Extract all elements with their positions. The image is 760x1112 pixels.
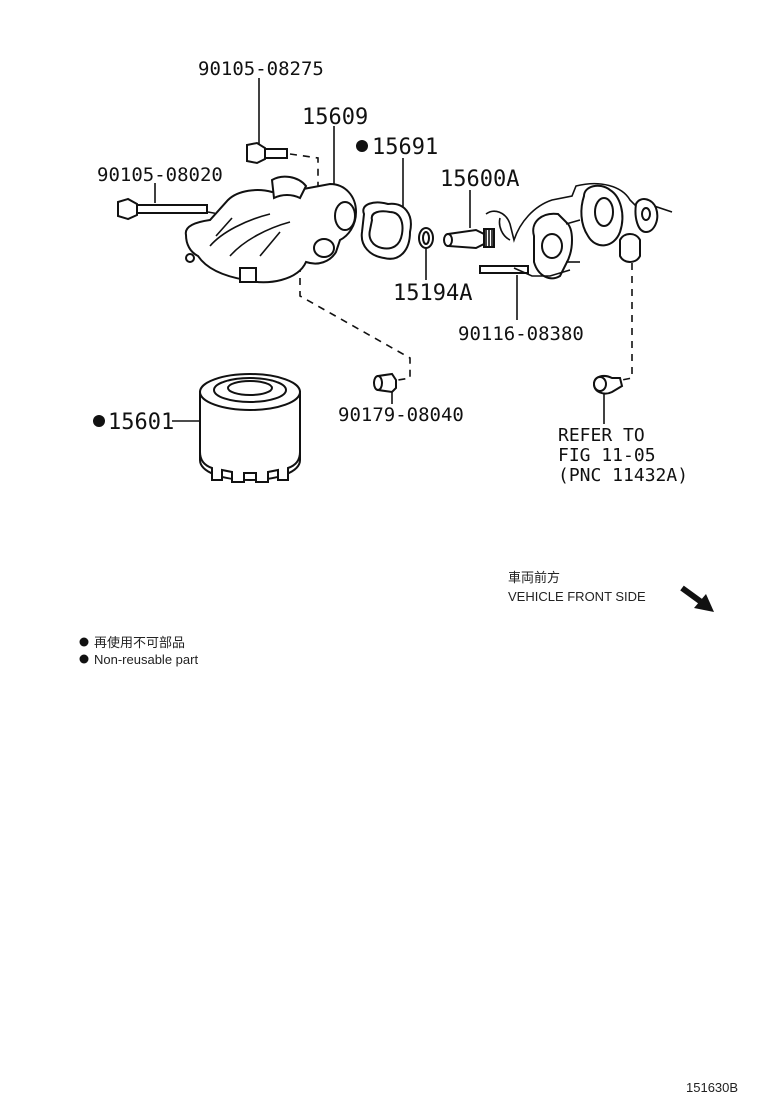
- refer-note-line2: FIG 11-05: [558, 445, 656, 466]
- diagram-code: 151630B: [686, 1080, 738, 1095]
- drain-plug: [592, 375, 624, 395]
- front-direction-arrow-icon: [680, 585, 714, 612]
- stud-90116-08380: [479, 265, 529, 274]
- dash-plug: [621, 250, 633, 381]
- non-reusable-marker: [356, 140, 368, 152]
- union-bolt-90179-08040: [373, 372, 397, 394]
- oil-filter-bracket-15609: [184, 175, 358, 284]
- bolt-90105-08020: [117, 197, 208, 221]
- legend-label-en: Non-reusable part: [94, 652, 198, 667]
- non-reusable-marker: [93, 415, 105, 427]
- label-90179-08040: 90179-08040: [338, 404, 464, 426]
- label-15194A: 15194A: [393, 281, 472, 306]
- legend-label-jp: 再使用不可部品: [94, 635, 185, 650]
- label-90116-08380: 90116-08380: [458, 323, 584, 345]
- bolt-90105-08275: [246, 141, 288, 165]
- o-ring-15194A: [418, 227, 434, 249]
- label-15601: 15601: [108, 410, 174, 435]
- label-15691: 15691: [372, 135, 438, 160]
- direction-label-en: VEHICLE FRONT SIDE: [508, 589, 646, 604]
- label-90105-08275: 90105-08275: [198, 58, 324, 80]
- refer-note-line3: (PNC 11432A): [558, 465, 688, 486]
- refer-note-line1: REFER TO: [558, 425, 645, 446]
- dash-union: [299, 265, 411, 381]
- label-15600A: 15600A: [440, 167, 519, 192]
- direction-label-jp: 車両前方: [508, 570, 560, 585]
- engine-block-section: [485, 182, 673, 280]
- legend-marker: [79, 654, 89, 664]
- legend-marker: [79, 637, 89, 647]
- dash-bolt-top: [289, 153, 319, 186]
- label-15609: 15609: [302, 105, 368, 130]
- union-15600A: [443, 228, 495, 250]
- label-90105-08020: 90105-08020: [97, 164, 223, 186]
- gasket-15691: [360, 201, 412, 260]
- oil-filter-15601: [199, 373, 301, 483]
